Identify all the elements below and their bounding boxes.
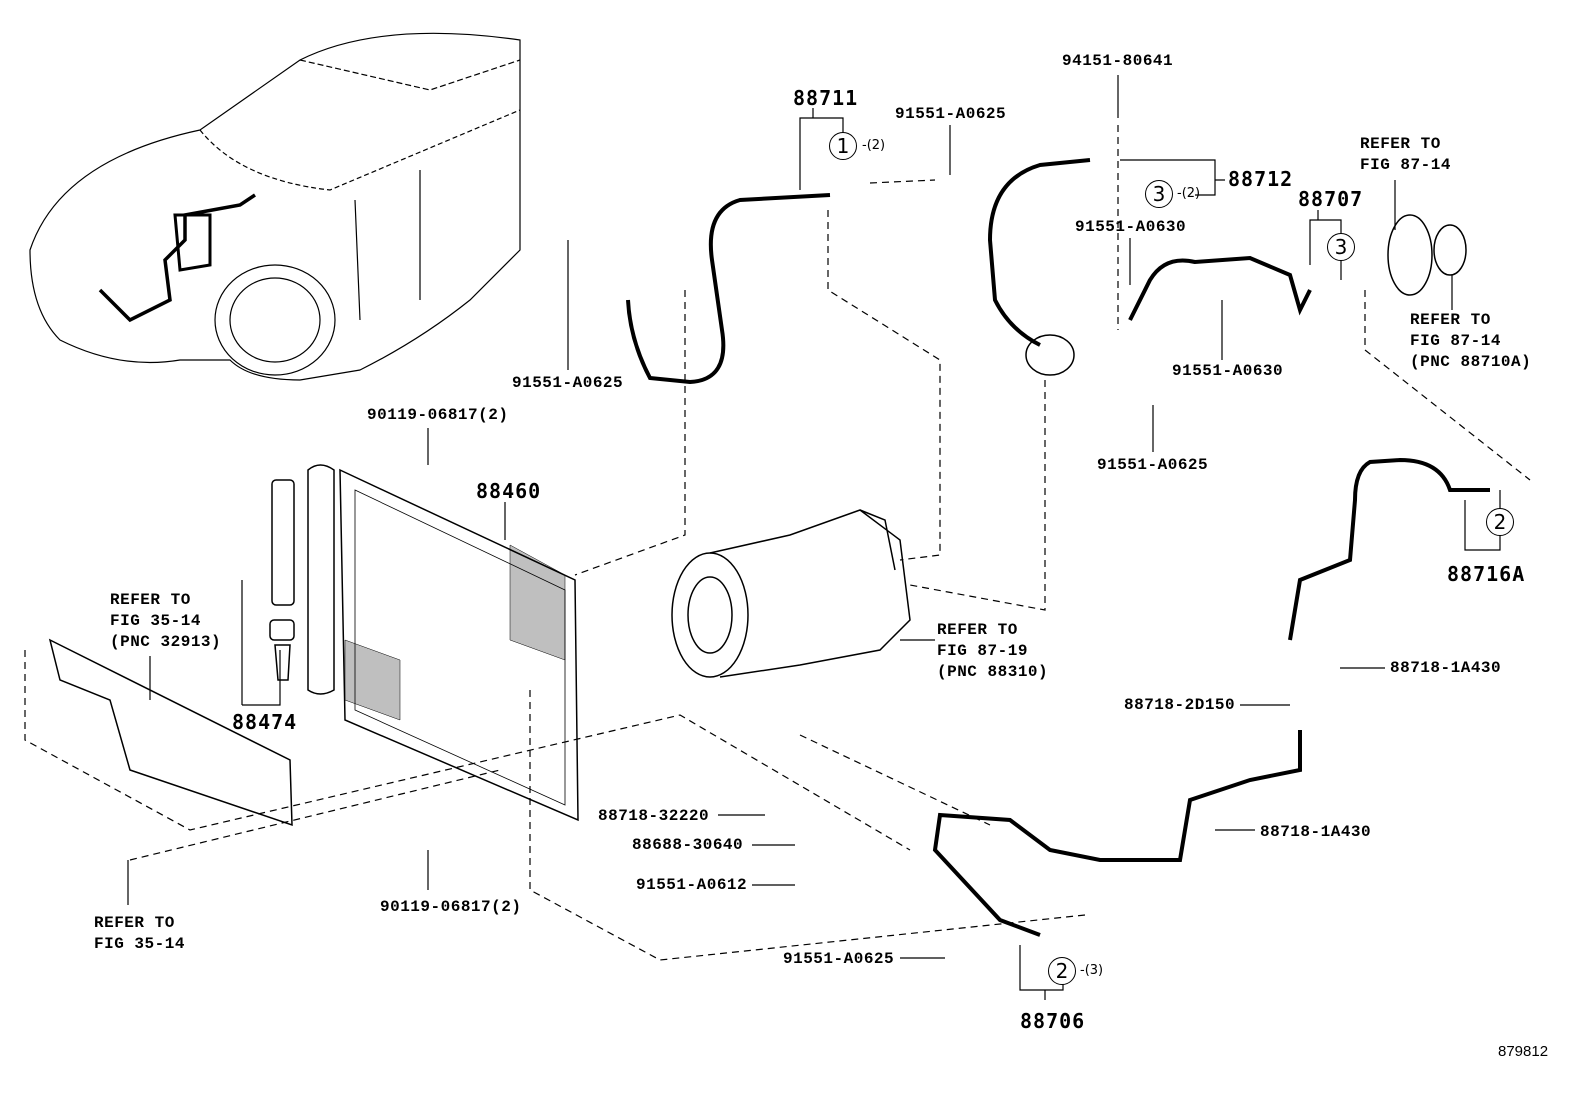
callout-quantity: -(2) (862, 138, 886, 153)
refer-line: REFER TO (94, 914, 175, 932)
refer-note-fig-87-19-pnc[interactable]: REFER TO FIG 87-19 (PNC 88310) (937, 620, 1048, 683)
part-label-91551-A0630[interactable]: 91551-A0630 (1172, 362, 1284, 380)
refer-note-fig-87-14-pnc[interactable]: REFER TO FIG 87-14 (PNC 88710A) (1410, 310, 1531, 373)
refer-line: (PNC 88710A) (1410, 353, 1532, 371)
part-label-90119-06817[interactable]: 90119-06817(2) (367, 406, 509, 424)
callout-circle: 3 (1145, 180, 1173, 208)
refer-line: FIG 87-14 (1410, 332, 1501, 350)
receiver-illustration (1025, 334, 1075, 376)
figure-number: 879812 (1498, 1043, 1549, 1060)
callout-circle: 1 (829, 132, 857, 160)
compressor-illustration (671, 509, 911, 678)
refer-line: REFER TO (1410, 311, 1491, 329)
refer-note-fig-35-14[interactable]: REFER TO FIG 35-14 (94, 913, 185, 955)
part-label-88712[interactable]: 88712 (1228, 167, 1294, 191)
callout-circle: 2 (1048, 957, 1076, 985)
callout-circle: 2 (1486, 508, 1514, 536)
leader-lines (127, 75, 1501, 1000)
bracket-illustration (48, 638, 293, 827)
part-label-91551-A0625[interactable]: 91551-A0625 (1097, 456, 1209, 474)
part-label-91551-A0625[interactable]: 91551-A0625 (783, 950, 895, 968)
part-label-88718-1A430[interactable]: 88718-1A430 (1390, 659, 1502, 677)
callout-quantity: -(2) (1177, 186, 1201, 201)
refer-line: (PNC 32913) (110, 633, 222, 651)
hose-illustrations (626, 158, 1490, 937)
refer-note-fig-87-14[interactable]: REFER TO FIG 87-14 (1360, 134, 1451, 176)
connector-illustration (1433, 224, 1467, 276)
part-label-88460[interactable]: 88460 (476, 479, 542, 503)
condenser-illustration (269, 464, 579, 822)
refer-line: FIG 87-14 (1360, 156, 1451, 174)
refer-line: FIG 35-14 (110, 612, 201, 630)
refer-line: FIG 35-14 (94, 935, 185, 953)
refer-line: REFER TO (1360, 135, 1441, 153)
part-label-91551-A0625[interactable]: 91551-A0625 (512, 374, 624, 392)
part-label-88707[interactable]: 88707 (1298, 187, 1364, 211)
part-label-90119-06817[interactable]: 90119-06817(2) (380, 898, 522, 916)
seal-plate-illustration (1387, 214, 1433, 296)
part-label-88716A[interactable]: 88716A (1447, 562, 1526, 586)
part-label-91551-A0625[interactable]: 91551-A0625 (895, 105, 1007, 123)
callout-quantity: -(3) (1080, 963, 1104, 978)
part-label-88718-1A430[interactable]: 88718-1A430 (1260, 823, 1372, 841)
part-label-91551-A0630[interactable]: 91551-A0630 (1075, 218, 1187, 236)
part-label-94151-80641[interactable]: 94151-80641 (1062, 52, 1174, 70)
dashed-assembly-lines (24, 125, 1531, 961)
callout-circle: 3 (1327, 233, 1355, 261)
part-label-91551-A0612[interactable]: 91551-A0612 (636, 876, 748, 894)
part-label-88718-2D150[interactable]: 88718-2D150 (1124, 696, 1236, 714)
refer-line: REFER TO (937, 621, 1018, 639)
part-label-88474[interactable]: 88474 (232, 710, 298, 734)
refer-line: FIG 87-19 (937, 642, 1028, 660)
part-label-88688-30640[interactable]: 88688-30640 (632, 836, 744, 854)
part-label-88711[interactable]: 88711 (793, 86, 859, 110)
refer-line: (PNC 88310) (937, 663, 1049, 681)
part-label-88718-32220[interactable]: 88718-32220 (598, 807, 710, 825)
refer-line: REFER TO (110, 591, 191, 609)
vehicle-illustration (29, 32, 521, 381)
part-label-88706[interactable]: 88706 (1020, 1009, 1086, 1033)
refer-note-fig-35-14-pnc[interactable]: REFER TO FIG 35-14 (PNC 32913) (110, 590, 221, 653)
